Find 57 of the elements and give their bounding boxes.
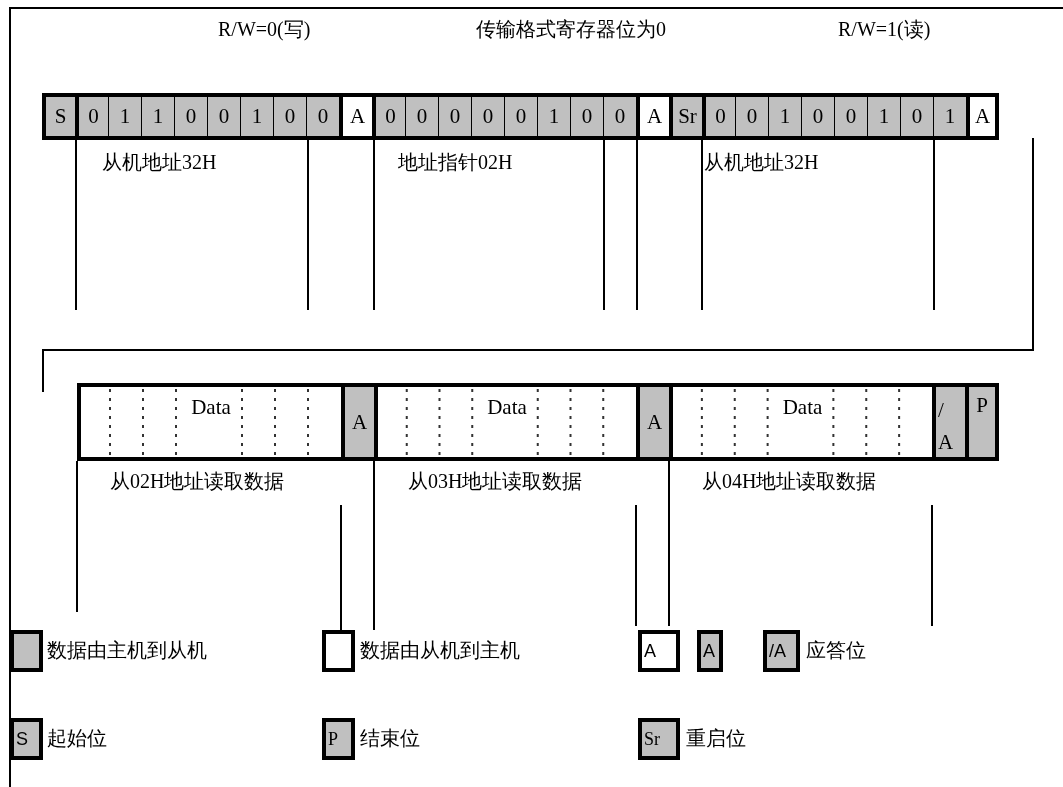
bit-cell: 1 xyxy=(108,93,141,140)
field-caption: 从04H地址读取数据 xyxy=(702,470,877,492)
node-caption: 重启位 xyxy=(686,727,746,749)
bit-cell: 1 xyxy=(768,93,801,140)
bit-cell: 0 xyxy=(273,93,306,140)
bit-cell: 0 xyxy=(306,93,339,140)
bit-cell: 1 xyxy=(537,93,570,140)
field-caption: 传输格式寄存器位为0 xyxy=(476,18,666,40)
bit-cell: 0 xyxy=(207,93,240,140)
field-caption: R/W=0(写) xyxy=(218,18,311,40)
field-caption: 从03H地址读取数据 xyxy=(408,470,583,492)
bit-cell: A xyxy=(697,630,723,672)
legend-label: 数据由主机到从机 xyxy=(47,639,207,661)
data-field: Data xyxy=(669,383,932,461)
bit-cell: A xyxy=(636,383,669,461)
bit-cell: 0 xyxy=(735,93,768,140)
node-caption: 起始位 xyxy=(47,727,107,749)
bit-cell: 0 xyxy=(504,93,537,140)
node-caption: 结束位 xyxy=(360,727,420,749)
bit-cell: Sr xyxy=(669,93,702,140)
bit-cell: A xyxy=(636,93,669,140)
bit-cell: Sr xyxy=(638,718,680,760)
bit-cell: P xyxy=(322,718,355,760)
bit-cell: 0 xyxy=(570,93,603,140)
bit-cell: A xyxy=(638,630,680,672)
bit-cell: 0 xyxy=(372,93,405,140)
bit-cell: 1 xyxy=(933,93,966,140)
bit-cell: /A xyxy=(763,630,800,672)
bit-cell: 0 xyxy=(702,93,735,140)
data-field: Data xyxy=(77,383,341,461)
bit-cell: 0 xyxy=(603,93,636,140)
bit-cell: 0 xyxy=(801,93,834,140)
node-caption: 应答位 xyxy=(806,639,866,661)
bit-cell: 0 xyxy=(834,93,867,140)
field-caption: 从02H地址读取数据 xyxy=(110,470,285,492)
bit-cell: /A xyxy=(932,383,965,461)
bit-cell: 0 xyxy=(438,93,471,140)
bit-cell: 1 xyxy=(867,93,900,140)
bit-cell: A xyxy=(341,383,374,461)
bit-cell: 0 xyxy=(900,93,933,140)
bit-cell: S xyxy=(10,718,43,760)
legend-label: 数据由从机到主机 xyxy=(360,639,520,661)
bit-cell: 1 xyxy=(240,93,273,140)
bit-cell: A xyxy=(966,93,999,140)
bit-cell: 0 xyxy=(471,93,504,140)
field-caption: 从机地址32H xyxy=(102,151,217,173)
field-caption: 从机地址32H xyxy=(704,151,819,173)
bit-cell: 0 xyxy=(405,93,438,140)
field-caption: R/W=1(读) xyxy=(838,18,931,40)
field-caption: 地址指针02H xyxy=(398,151,513,173)
bit-cell: A xyxy=(339,93,372,140)
bit-cell: P xyxy=(965,383,999,461)
bit-cell: 0 xyxy=(75,93,108,140)
data-field: Data xyxy=(374,383,636,461)
bit-cell: 0 xyxy=(174,93,207,140)
bit-cell: 1 xyxy=(141,93,174,140)
bit-cell: S xyxy=(42,93,75,140)
